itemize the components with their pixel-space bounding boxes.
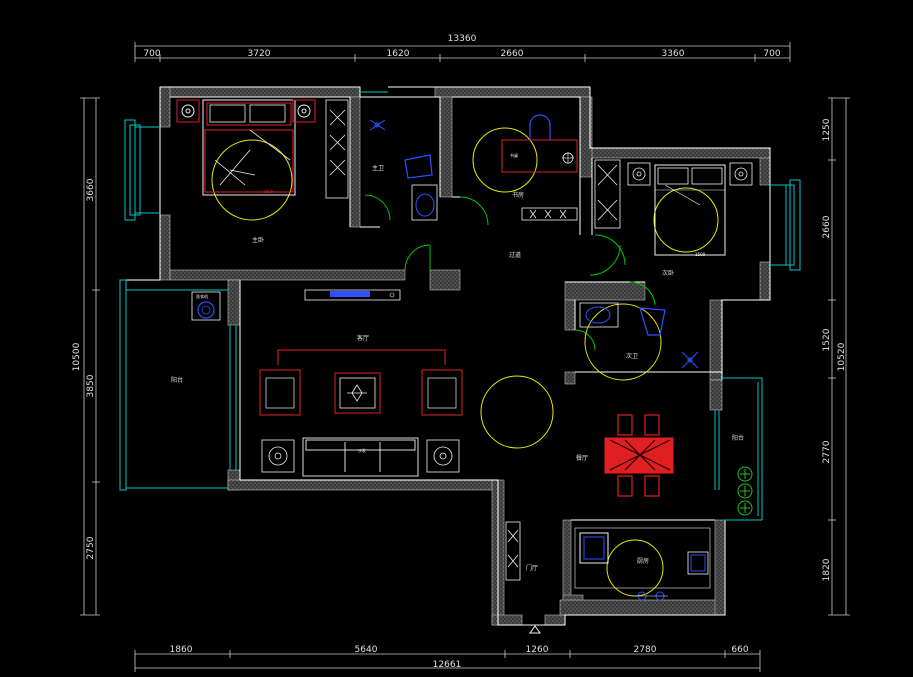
dim-right-seg-1: 1250 [822, 118, 832, 141]
dim-bottom-seg-1: 1860 [170, 645, 193, 655]
kitchen-fixtures [574, 527, 711, 601]
dim-bottom-total: 12661 [433, 660, 462, 670]
coffee-table [334, 372, 381, 414]
room-label-study: 书房 [512, 191, 524, 199]
doors [364, 194, 656, 351]
room-label-main-bath: 主卫 [372, 164, 384, 172]
dim-top-seg-2: 3720 [248, 49, 271, 59]
windows [119, 91, 801, 521]
tv-cabinet [304, 289, 401, 301]
top-dimensions [134, 42, 791, 62]
dim-bottom-seg-3: 1260 [526, 645, 549, 655]
dim-left-total: 10500 [72, 342, 82, 371]
dim-right-seg-5: 1820 [822, 558, 832, 581]
dim-right-seg-2: 2660 [822, 215, 832, 238]
dim-left-seg-1: 3660 [86, 178, 96, 201]
right-dimensions [828, 97, 850, 616]
master-bed [202, 99, 296, 196]
washer [191, 291, 221, 321]
second-bed [654, 164, 726, 256]
dim-right-seg-3: 1520 [822, 328, 832, 351]
dim-right-total: 10520 [837, 342, 847, 371]
dim-top-seg-5: 3360 [662, 49, 685, 59]
master-bed-size-label: 1800 [263, 189, 274, 194]
study-desk [501, 114, 578, 173]
living-rug [277, 349, 446, 365]
dim-top-seg-6: 700 [763, 49, 780, 59]
entrance-marker [522, 624, 545, 634]
dim-top-seg-1: 700 [143, 49, 160, 59]
second-bath-fixtures [579, 302, 699, 369]
master-nightstands [176, 99, 316, 123]
side-tables [261, 439, 460, 473]
second-bed-size-label: 1500 [695, 252, 706, 257]
sofa-label: 沙发 [358, 447, 366, 453]
armchair-left [259, 369, 301, 416]
dim-top-seg-3: 1620 [387, 49, 410, 59]
shoe-cabinet [505, 521, 521, 581]
room-label-second-bedroom: 次卧 [662, 269, 674, 277]
dim-top-total: 13360 [448, 34, 477, 44]
room-label-balcony-left: 阳台 [171, 376, 183, 384]
dim-left-seg-2: 3850 [86, 374, 96, 397]
master-wardrobe [325, 99, 349, 199]
armchair-right [421, 369, 463, 416]
plants [737, 466, 753, 516]
second-nightstands [627, 162, 753, 186]
study-desk-label: 书桌 [510, 152, 518, 158]
study-shelf [521, 207, 578, 221]
dim-bottom-seg-5: 660 [731, 645, 748, 655]
dim-bottom-seg-2: 5640 [355, 645, 378, 655]
second-wardrobe [594, 159, 621, 229]
room-label-living: 客厅 [357, 334, 369, 342]
dim-bottom-seg-4: 2780 [634, 645, 657, 655]
room-label-foyer: 门厅 [526, 564, 538, 572]
bottom-dimensions [134, 650, 761, 672]
left-dimensions [80, 97, 100, 616]
room-label-second-bath: 次卫 [626, 352, 638, 360]
dim-left-seg-3: 2750 [86, 536, 96, 559]
room-label-balcony-right: 阳台 [732, 434, 744, 442]
main-bath-fixtures [369, 119, 438, 221]
ceiling-lights [211, 127, 719, 597]
room-label-kitchen: 厨房 [637, 557, 649, 565]
walls [159, 86, 771, 626]
dim-top-seg-4: 2660 [501, 49, 524, 59]
sofa [302, 437, 419, 477]
dim-right-seg-4: 2770 [822, 440, 832, 463]
room-label-corridor: 过道 [509, 251, 521, 259]
room-label-dining: 餐厅 [576, 454, 588, 462]
washer-label: 洗衣机 [196, 293, 208, 299]
dining-table [604, 414, 674, 497]
wall-outlines [120, 86, 771, 626]
room-label-master-bedroom: 主卧 [252, 236, 264, 244]
